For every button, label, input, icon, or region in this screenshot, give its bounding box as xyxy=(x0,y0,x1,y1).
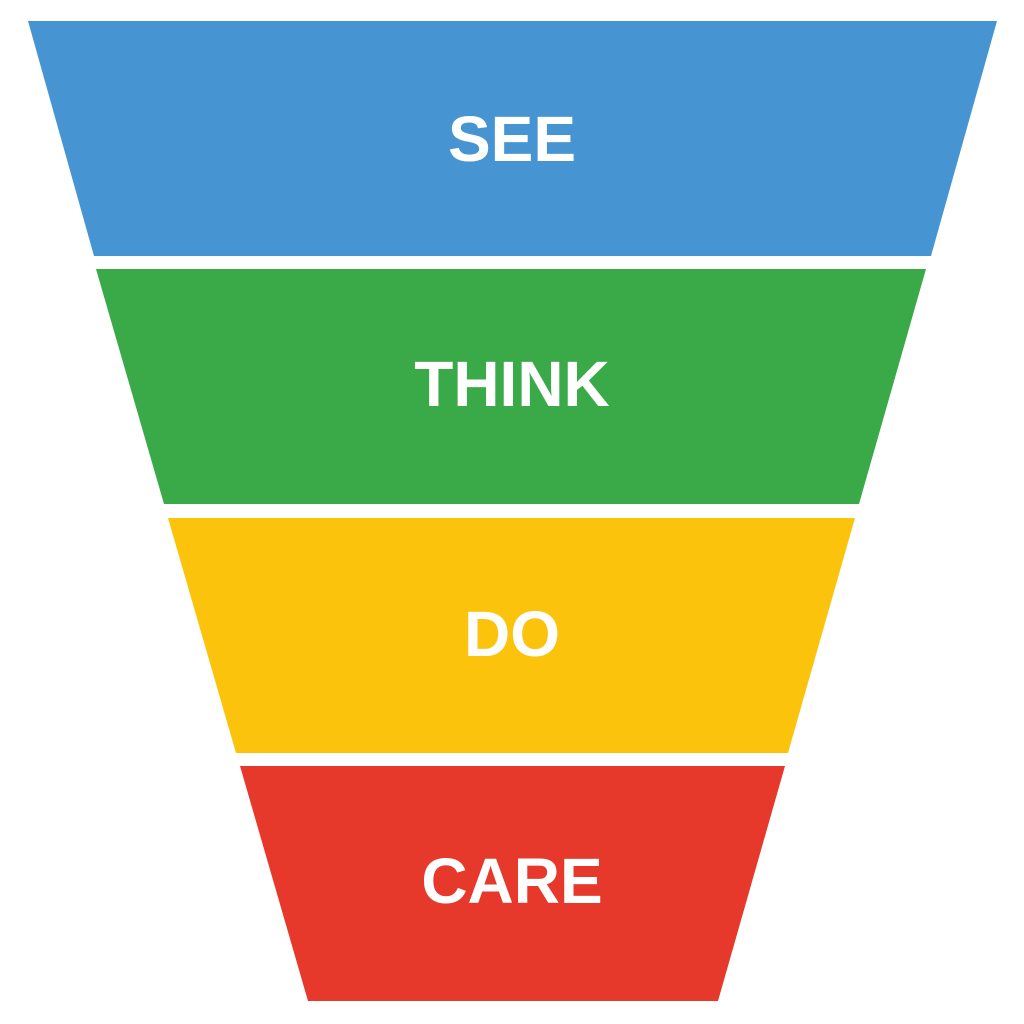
funnel-band-care xyxy=(240,766,785,1001)
funnel-stage-see: SEE xyxy=(28,21,997,256)
funnel-label-do: DO xyxy=(464,598,560,670)
funnel-label-care: CARE xyxy=(421,845,602,917)
funnel-stage-do: DO xyxy=(168,518,855,753)
funnel-label-think: THINK xyxy=(414,348,610,420)
funnel-stage-care: CARE xyxy=(240,766,785,1001)
funnel-stage-think: THINK xyxy=(96,269,926,504)
funnel-label-see: SEE xyxy=(448,103,576,175)
funnel-band-do xyxy=(168,518,855,753)
funnel-band-think xyxy=(96,269,926,504)
funnel-band-see xyxy=(28,21,997,256)
